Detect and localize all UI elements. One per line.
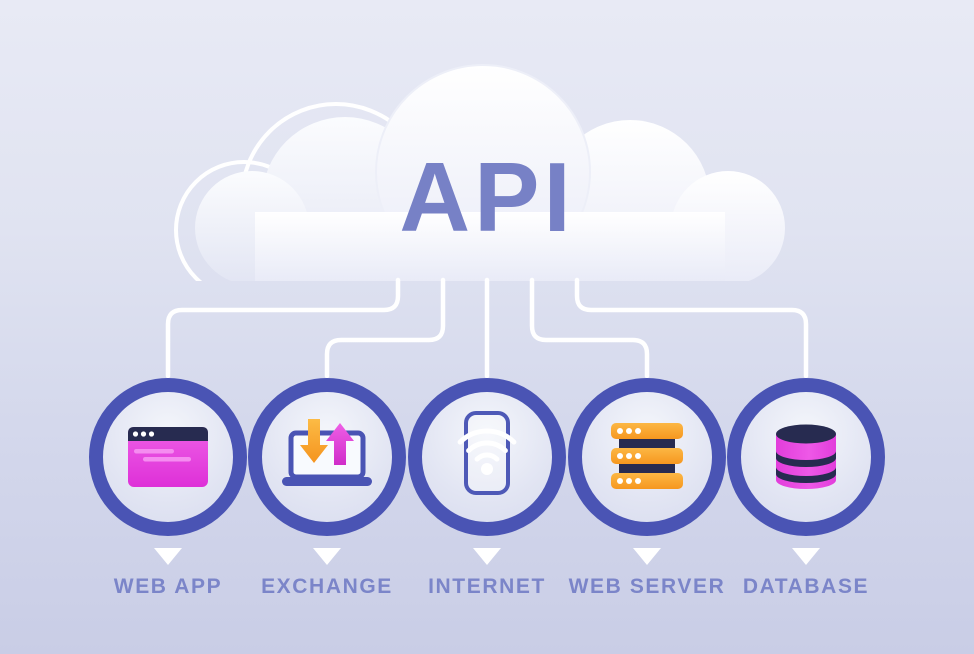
node-database: DATABASE: [727, 378, 885, 599]
connector-line-web-server: [529, 277, 650, 379]
connector-line-exchange: [324, 277, 446, 379]
down-triangle-icon: [633, 548, 661, 565]
database-cylinder-icon: [776, 424, 836, 489]
node-internet: INTERNET: [408, 378, 566, 599]
node-label: EXCHANGE: [261, 575, 393, 598]
node-web-server: WEB SERVER: [568, 378, 726, 599]
node-web-app: WEB APP: [89, 378, 247, 599]
node-exchange: EXCHANGE: [248, 378, 406, 599]
node-circle: [568, 378, 726, 536]
down-triangle-icon: [154, 548, 182, 565]
api-cloud: [174, 64, 785, 281]
node-circle: [408, 378, 566, 536]
connector-line-database: [574, 277, 809, 379]
down-triangle-icon: [313, 548, 341, 565]
down-triangle-icon: [473, 548, 501, 565]
down-triangle-icon: [792, 548, 820, 565]
diagram-title: API: [399, 142, 575, 252]
cloud-base: [255, 212, 725, 281]
smartphone-wifi-icon: [457, 411, 517, 495]
node-circle: [248, 378, 406, 536]
node-label: DATABASE: [742, 575, 870, 598]
upload-download-laptop-icon: [282, 419, 372, 486]
connector-line-web-app: [165, 277, 401, 379]
node-label: INTERNET: [428, 575, 546, 598]
node-circle: [89, 378, 247, 536]
node-circle: [727, 378, 885, 536]
node-label: WEB SERVER: [568, 575, 726, 598]
node-label: WEB APP: [113, 575, 223, 598]
server-rack-icon: [611, 423, 683, 489]
browser-window-icon: [128, 427, 208, 487]
